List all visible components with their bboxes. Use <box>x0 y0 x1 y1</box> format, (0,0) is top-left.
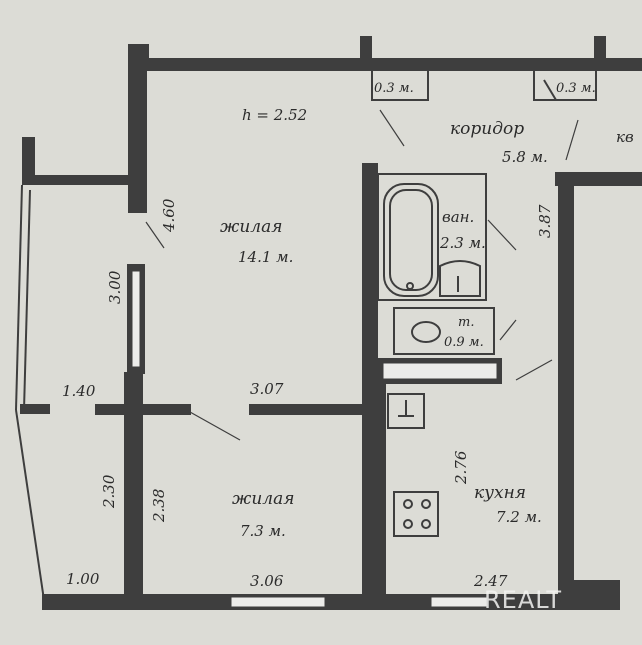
balcony-rail-top <box>15 184 23 411</box>
stove-burner-4 <box>421 519 431 529</box>
dim-kitchen-depth: 2.76 <box>452 450 470 485</box>
dim-large-room-width: 3.07 <box>250 380 284 398</box>
sink-basin <box>439 260 481 297</box>
kitchen-top-wall-inner <box>380 360 500 382</box>
small-room-name: жилая <box>232 489 295 509</box>
toilet-area: 0.9 м. <box>444 335 484 350</box>
dim-kitchen-width: 2.47 <box>473 572 508 590</box>
kitchen-left-wall-inner <box>374 384 386 594</box>
dim-balcony-depth: 2.30 <box>100 474 118 509</box>
kitchen-right-wall <box>558 172 574 604</box>
bottom-window-2 <box>428 594 490 610</box>
small-room-leader-line <box>189 411 241 441</box>
closet-right <box>533 67 597 101</box>
bathroom-area: 2.3 м. <box>439 234 486 252</box>
kitchen-name: кухня <box>474 483 526 503</box>
corridor-right-wall <box>555 172 642 186</box>
corridor-leader-line-2 <box>565 119 579 161</box>
toilet-room <box>393 307 495 355</box>
kitchen-sink <box>387 393 425 429</box>
toilet-leader-line <box>499 319 517 341</box>
bathroom-outline <box>377 173 487 301</box>
bathtub <box>383 183 439 297</box>
large-room-leader-line <box>145 221 165 249</box>
bathtub-drain <box>406 282 414 290</box>
bathtub-inner <box>389 189 433 291</box>
kitchen-leader-line <box>515 359 553 381</box>
large-room-partition-door <box>129 268 143 370</box>
rooms-divider-right <box>249 404 373 415</box>
closet-left-area: 0.3 м. <box>374 81 414 96</box>
dim-partition-length: 3.00 <box>106 270 124 304</box>
stove-burner-2 <box>421 499 431 509</box>
corridor-name: коридор <box>450 119 524 139</box>
balcony-divider <box>20 404 50 414</box>
small-room-left-wall <box>124 372 143 594</box>
small-room-area: 7.3 м. <box>240 522 286 540</box>
stove-burner-1 <box>403 499 413 509</box>
balcony-rail-inner <box>23 189 31 411</box>
large-room-area: 14.1 м. <box>238 248 293 266</box>
watermark: REALT <box>484 586 562 614</box>
ceiling-height: h = 2.52 <box>242 106 307 124</box>
toilet-name: т. <box>458 315 474 330</box>
top-wall <box>128 58 642 71</box>
toilet-bowl <box>411 321 441 343</box>
kitchen-area: 7.2 м. <box>496 508 542 526</box>
balcony-top-stub <box>22 137 35 185</box>
stove <box>393 491 439 537</box>
corridor-leader-line <box>379 109 405 147</box>
large-room-name: жилая <box>220 217 283 237</box>
balcony-rail-bottom <box>15 409 45 601</box>
dim-large-room-depth: 4.60 <box>160 198 178 233</box>
dim-balcony-width: 1.40 <box>62 382 96 400</box>
closet-right-divider <box>543 79 557 101</box>
closet-left <box>371 67 429 101</box>
dim-corridor-depth: 3.87 <box>536 204 554 238</box>
corridor-area: 5.8 м. <box>502 148 548 166</box>
bathroom-name: ван. <box>442 208 474 226</box>
dim-balcony-end: 1.00 <box>66 570 100 588</box>
neighbor-label: кв <box>616 128 634 146</box>
dim-small-room-width: 3.06 <box>250 572 284 590</box>
dim-small-room-depth: 2.38 <box>150 489 168 523</box>
kitchen-right-stub <box>570 580 620 596</box>
closet-right-area: 0.3 м. <box>556 81 596 96</box>
large-room-left-wall <box>128 58 147 213</box>
top-wall-stub-right <box>594 36 606 66</box>
balcony-top-wall <box>22 175 146 185</box>
top-wall-stub-mid <box>360 36 372 66</box>
stove-burner-3 <box>403 519 413 529</box>
bathroom-leader-line <box>487 219 517 251</box>
bottom-window-1 <box>228 594 328 610</box>
